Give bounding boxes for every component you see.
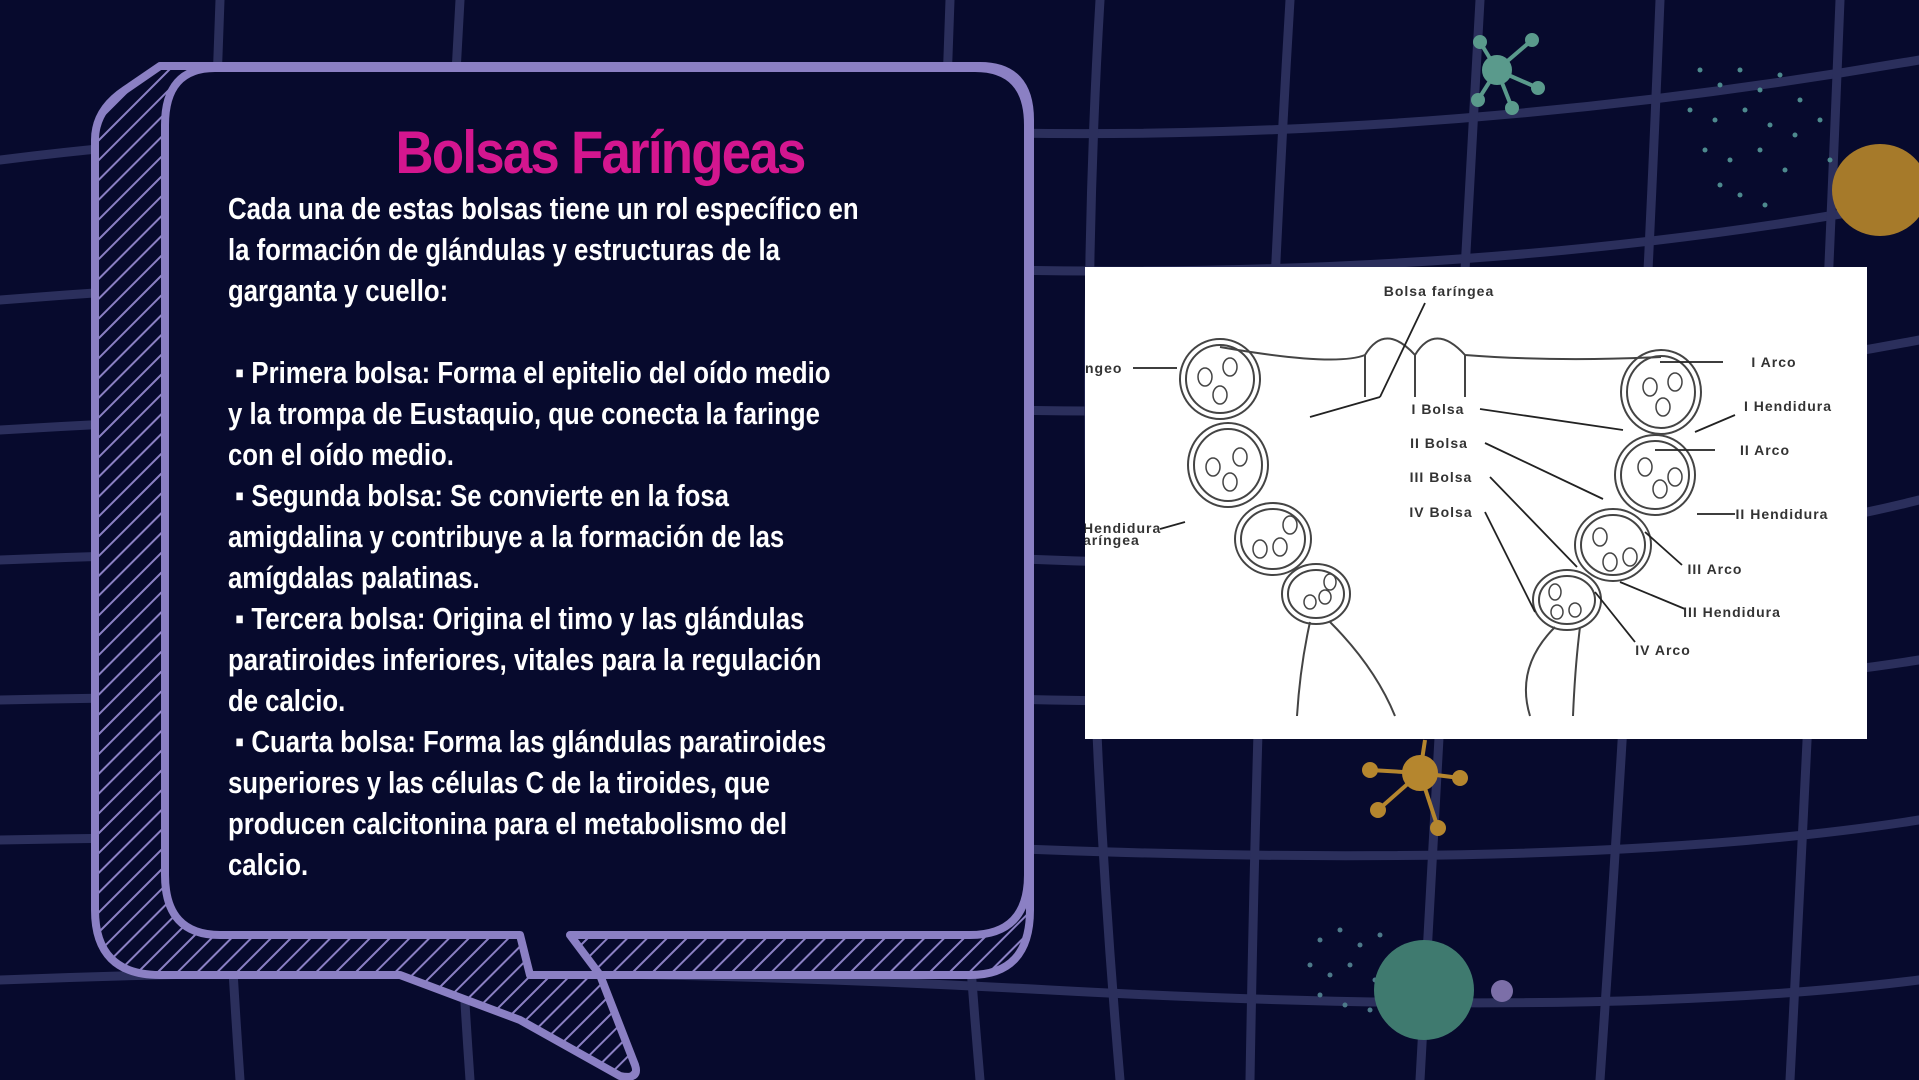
teal-circle-icon	[1374, 940, 1474, 1040]
molecule-teal-icon	[1471, 33, 1545, 115]
purple-dot-icon	[1491, 980, 1513, 1002]
label-bolsa-faringea: Bolsa faríngea	[1384, 283, 1494, 299]
right-arches	[1524, 349, 1702, 717]
gold-blob-icon	[1832, 144, 1919, 236]
label-ii-hendidura: II Hendidura	[1736, 506, 1829, 522]
body-line: y la trompa de Eustaquio, que conecta la…	[228, 396, 820, 431]
body-line: producen calcitonina para el metabolismo…	[228, 806, 788, 841]
body-line: con el oído medio.	[228, 437, 454, 472]
label-hendidura-line1: Hendidura	[1085, 520, 1161, 536]
body-line: de calcio.	[228, 683, 346, 718]
label-iv-arco: IV Arco	[1635, 642, 1691, 658]
body-line: ▪ Segunda bolsa: Se convierte en la fosa	[228, 478, 729, 513]
label-ii-arco: II Arco	[1740, 442, 1790, 458]
body-line: garganta y cuello:	[228, 273, 449, 308]
label-i-bolsa: I Bolsa	[1412, 401, 1465, 417]
label-ii-bolsa: II Bolsa	[1410, 435, 1468, 451]
label-iii-hendidura: III Hendidura	[1683, 604, 1781, 620]
label-iii-arco: III Arco	[1688, 561, 1743, 577]
label-i-arco: I Arco	[1751, 354, 1796, 370]
molecule-gold-icon	[1362, 739, 1468, 836]
left-arches	[1179, 338, 1396, 717]
label-left-top: ngeo	[1085, 360, 1122, 376]
body-line: ▪ Primera bolsa: Forma el epitelio del o…	[228, 355, 831, 390]
body-line: Cada una de estas bolsas tiene un rol es…	[228, 191, 859, 226]
pharyngeal-pouches-diagram: Bolsa faríngea ngeo I Bolsa II Bolsa III…	[1083, 267, 1867, 739]
label-iii-bolsa: III Bolsa	[1410, 469, 1473, 485]
slide-title: Bolsas Faríngeas	[395, 119, 806, 186]
body-line: la formación de glándulas y estructuras …	[228, 232, 780, 267]
body-line: amígdalas palatinas.	[228, 560, 480, 595]
body-line: ▪ Tercera bolsa: Origina el timo y las g…	[228, 601, 805, 636]
body-line: ▪ Cuarta bolsa: Forma las glándulas para…	[228, 724, 827, 759]
body-line: amigdalina y contribuye a la formación d…	[228, 519, 785, 554]
body-line: calcio.	[228, 847, 309, 882]
body-line	[228, 311, 909, 352]
body-line: superiores y las células C de la tiroide…	[228, 765, 770, 800]
label-i-hendidura: I Hendidura	[1744, 398, 1832, 414]
slide-body: Cada una de estas bolsas tiene un rol es…	[228, 188, 909, 885]
body-line: paratiroides inferiores, vitales para la…	[228, 642, 822, 677]
label-iv-bolsa: IV Bolsa	[1409, 504, 1472, 520]
label-hendidura-line2: aríngea	[1085, 532, 1140, 548]
dot-cluster-icon	[1687, 67, 1833, 208]
